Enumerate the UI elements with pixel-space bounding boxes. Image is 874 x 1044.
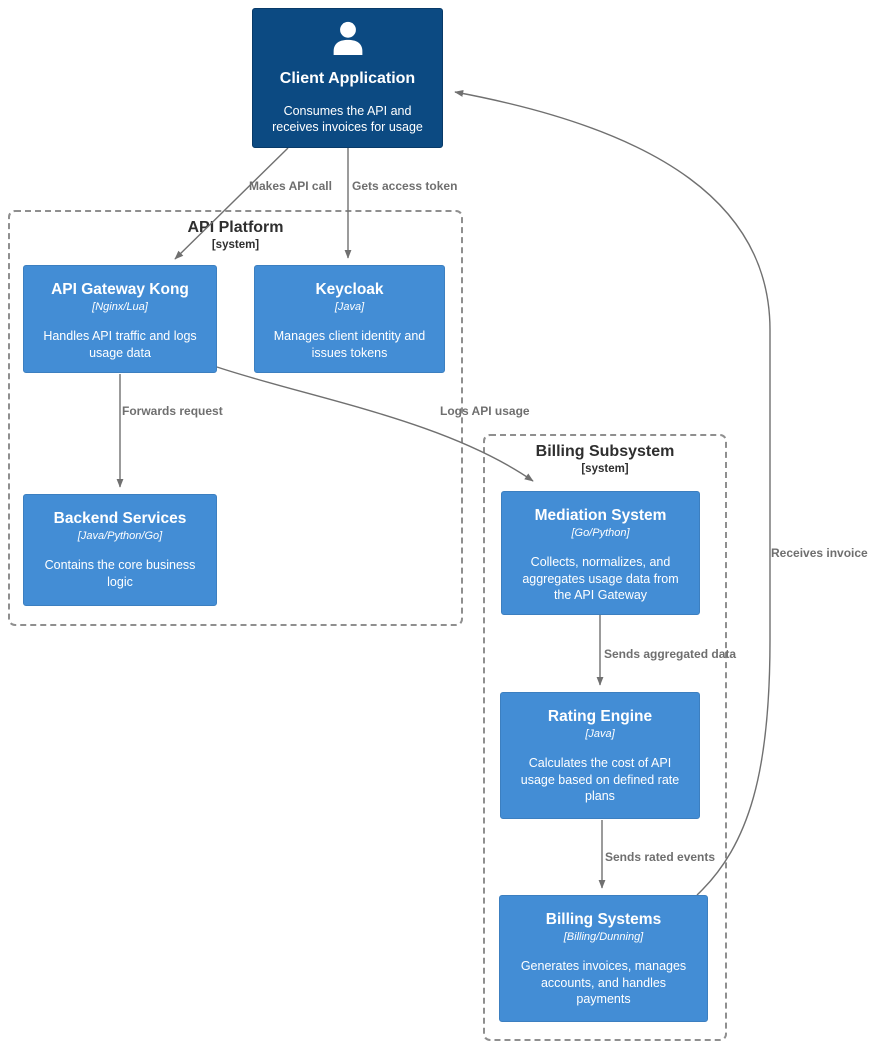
edge-label-sends-rated-events: Sends rated events (605, 850, 716, 864)
edge-label-forwards-request: Forwards request (122, 404, 223, 418)
node-description: Handles API traffic and logs usage data (43, 329, 197, 360)
node-rating-engine[interactable]: Rating Engine [Java] Calculates the cost… (500, 692, 700, 819)
node-description: Collects, normalizes, and aggregates usa… (522, 555, 679, 602)
edge-label-gets-access-token: Gets access token (352, 179, 458, 193)
node-description: Contains the core business logic (44, 558, 196, 589)
edge-label-sends-aggregated-data: Sends aggregated data (604, 647, 737, 661)
node-api-gateway-kong[interactable]: API Gateway Kong [Nginx/Lua] Handles API… (23, 265, 217, 373)
node-description: Consumes the API and receives invoices f… (272, 104, 423, 135)
boundary-api-platform-label: API Platform [system] (10, 219, 461, 251)
node-title: API Gateway Kong (51, 281, 189, 298)
node-technology: [Nginx/Lua] (92, 300, 148, 313)
edge-label-receives-invoice: Receives invoice (771, 546, 868, 560)
node-description: Generates invoices, manages accounts, an… (520, 959, 687, 1006)
boundary-title: API Platform (187, 219, 284, 236)
node-title: Backend Services (53, 510, 187, 527)
boundary-billing-subsystem-label: Billing Subsystem [system] (485, 443, 725, 475)
boundary-subtitle: [system] (581, 462, 629, 475)
boundary-subtitle: [system] (211, 238, 260, 251)
node-title: Rating Engine (547, 708, 653, 725)
node-description: Calculates the cost of API usage based o… (520, 756, 680, 803)
node-technology: [Java] (334, 300, 365, 313)
edge-label-makes-api-call: Makes API call (249, 179, 332, 193)
node-technology: [Java] (585, 727, 615, 740)
node-backend-services[interactable]: Backend Services [Java/Python/Go] Contai… (23, 494, 217, 606)
node-client-application[interactable]: Client Application Consumes the API and … (252, 8, 443, 148)
person-icon (323, 18, 373, 66)
node-keycloak[interactable]: Keycloak [Java] Manages client identity … (254, 265, 445, 373)
node-description: Manages client identity and issues token… (273, 329, 426, 360)
node-title: Keycloak (315, 281, 384, 298)
node-title: Billing Systems (545, 911, 662, 928)
node-technology: [Go/Python] (571, 526, 630, 539)
boundary-title: Billing Subsystem (535, 443, 675, 460)
node-technology: [Billing/Dunning] (563, 930, 644, 943)
node-title: Mediation System (534, 507, 667, 524)
node-billing-systems[interactable]: Billing Systems [Billing/Dunning] Genera… (499, 895, 708, 1022)
node-title: Client Application (279, 70, 416, 87)
node-mediation-system[interactable]: Mediation System [Go/Python] Collects, n… (501, 491, 700, 615)
node-technology: [Java/Python/Go] (77, 529, 163, 542)
edge-label-logs-api-usage: Logs API usage (440, 404, 530, 418)
